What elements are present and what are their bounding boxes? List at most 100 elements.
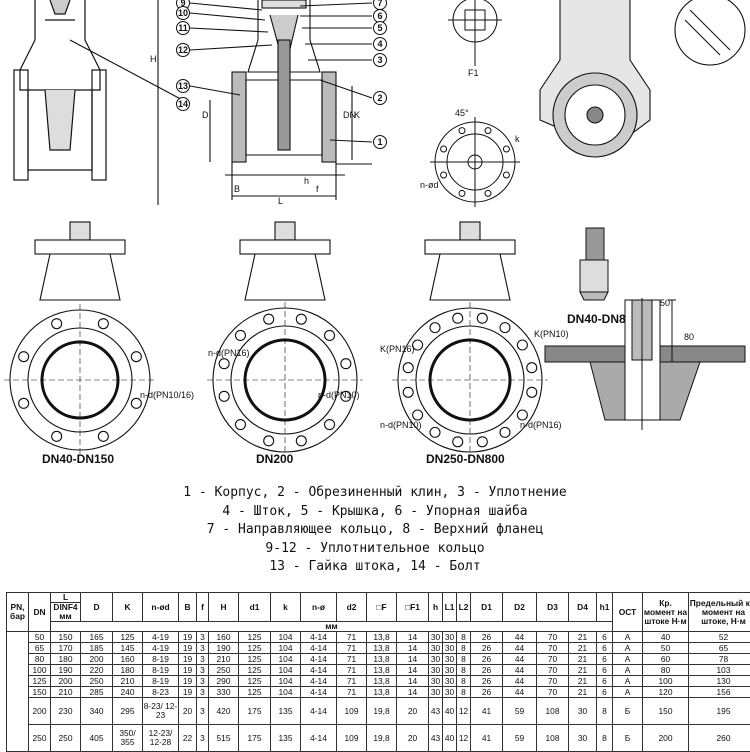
table-cell: 19 <box>179 643 197 654</box>
table-cell: 70 <box>537 665 569 676</box>
table-cell: 44 <box>503 632 537 643</box>
parts-legend: 1 - Корпус, 2 - Обрезиненный клин, 3 - У… <box>0 484 750 577</box>
table-cell: A <box>613 665 643 676</box>
table-cell: 41 <box>471 698 503 725</box>
bolt-hole <box>264 314 274 324</box>
bolt-hole <box>235 420 245 430</box>
table-cell: 350/ 355 <box>113 725 143 752</box>
table-cell: 59 <box>503 725 537 752</box>
table-cell: 30 <box>443 676 457 687</box>
table-cell: 8-19 <box>143 665 179 676</box>
table-cell: 150 <box>29 687 51 698</box>
col-d4-cap: D4 <box>569 593 597 622</box>
col-sq-f: □F <box>367 593 397 622</box>
table-cell: 8 <box>457 654 471 665</box>
table-cell: 20 <box>397 698 429 725</box>
detail-dim-50: 50 <box>660 298 670 308</box>
callout-number: 13 <box>178 81 188 91</box>
variant-2-name: DN200 <box>256 452 294 466</box>
table-cell: 6 <box>597 632 613 643</box>
table-cell: 20 <box>397 725 429 752</box>
table-cell: 250 <box>51 725 81 752</box>
front-view-part <box>275 222 295 240</box>
table-cell: 150 <box>51 632 81 643</box>
table-cell: 40 <box>443 725 457 752</box>
table-cell: 14 <box>397 643 429 654</box>
table-cell: 19,8 <box>367 698 397 725</box>
table-cell: 78 <box>689 654 750 665</box>
table-cell: 290 <box>209 676 239 687</box>
table-cell: 8-23 <box>143 687 179 698</box>
table-cell: 12 <box>457 698 471 725</box>
table-cell: 103 <box>689 665 750 676</box>
bolt-hole <box>430 323 440 333</box>
table-cell: 6 <box>597 665 613 676</box>
col-l1: L1 <box>443 593 457 622</box>
table-cell: 8-23/ 12-23 <box>143 698 179 725</box>
dim-f: f <box>316 184 319 194</box>
table-cell: 59 <box>503 698 537 725</box>
table-cell: 19 <box>179 676 197 687</box>
table-cell: 44 <box>503 654 537 665</box>
col-nod: n-ød <box>143 593 179 622</box>
table-cell: 71 <box>337 665 367 676</box>
table-cell: 21 <box>569 676 597 687</box>
callout-number: 3 <box>377 55 382 65</box>
table-cell: 135 <box>271 698 301 725</box>
table-cell: 3 <box>197 665 209 676</box>
table-cell: 44 <box>503 676 537 687</box>
table-cell: 145 <box>113 643 143 654</box>
table-cell: 13,8 <box>367 687 397 698</box>
table-cell: 3 <box>197 643 209 654</box>
table-cell: 26 <box>471 665 503 676</box>
table-cell: 30 <box>443 687 457 698</box>
bolt-hole <box>131 352 141 362</box>
bolt-hole <box>219 359 229 369</box>
table-cell: 3 <box>197 632 209 643</box>
table-cell: A <box>613 632 643 643</box>
table-cell: 4-14 <box>301 725 337 752</box>
table-cell: 6 <box>597 654 613 665</box>
table-cell: 4-14 <box>301 687 337 698</box>
table-cell: A <box>613 654 643 665</box>
table-cell: 260 <box>689 725 750 752</box>
legend-line: 7 - Направляющее кольцо, 8 - Верхний фла… <box>0 521 750 540</box>
bolt-hole <box>503 172 509 178</box>
callout-number: 4 <box>377 39 382 49</box>
bolt-hole <box>453 437 463 447</box>
table-cell: 195 <box>689 698 750 725</box>
table-cell: 21 <box>569 687 597 698</box>
table-cell: 26 <box>471 654 503 665</box>
table-cell: 4-14 <box>301 698 337 725</box>
table-cell: 30 <box>443 654 457 665</box>
table-cell: 4-14 <box>301 643 337 654</box>
table-cell: 8 <box>457 665 471 676</box>
col-b: B <box>179 593 197 622</box>
table-cell: 44 <box>503 643 537 654</box>
bolt-hole <box>325 330 335 340</box>
table-cell: 100 <box>29 665 51 676</box>
table-cell: 30 <box>569 725 597 752</box>
table-cell: 20 <box>179 698 197 725</box>
table-cell: 4-14 <box>301 632 337 643</box>
table-cell: 19 <box>179 665 197 676</box>
table-cell: 43 <box>429 725 443 752</box>
table-cell: 175 <box>239 698 271 725</box>
table-cell: 14 <box>397 676 429 687</box>
table-cell: 26 <box>471 643 503 654</box>
table-cell: 125 <box>239 654 271 665</box>
front-view-part <box>425 240 515 254</box>
dim-h: H <box>150 54 157 64</box>
table-cell: 30 <box>429 632 443 643</box>
label-k: k <box>515 134 520 144</box>
table-cell: 19 <box>179 654 197 665</box>
table-cell: 21 <box>569 665 597 676</box>
table-cell: 30 <box>443 665 457 676</box>
table-cell: 71 <box>337 643 367 654</box>
callout-number: 5 <box>377 23 382 33</box>
table-cell: 8 <box>457 643 471 654</box>
bolt-hole <box>413 410 423 420</box>
